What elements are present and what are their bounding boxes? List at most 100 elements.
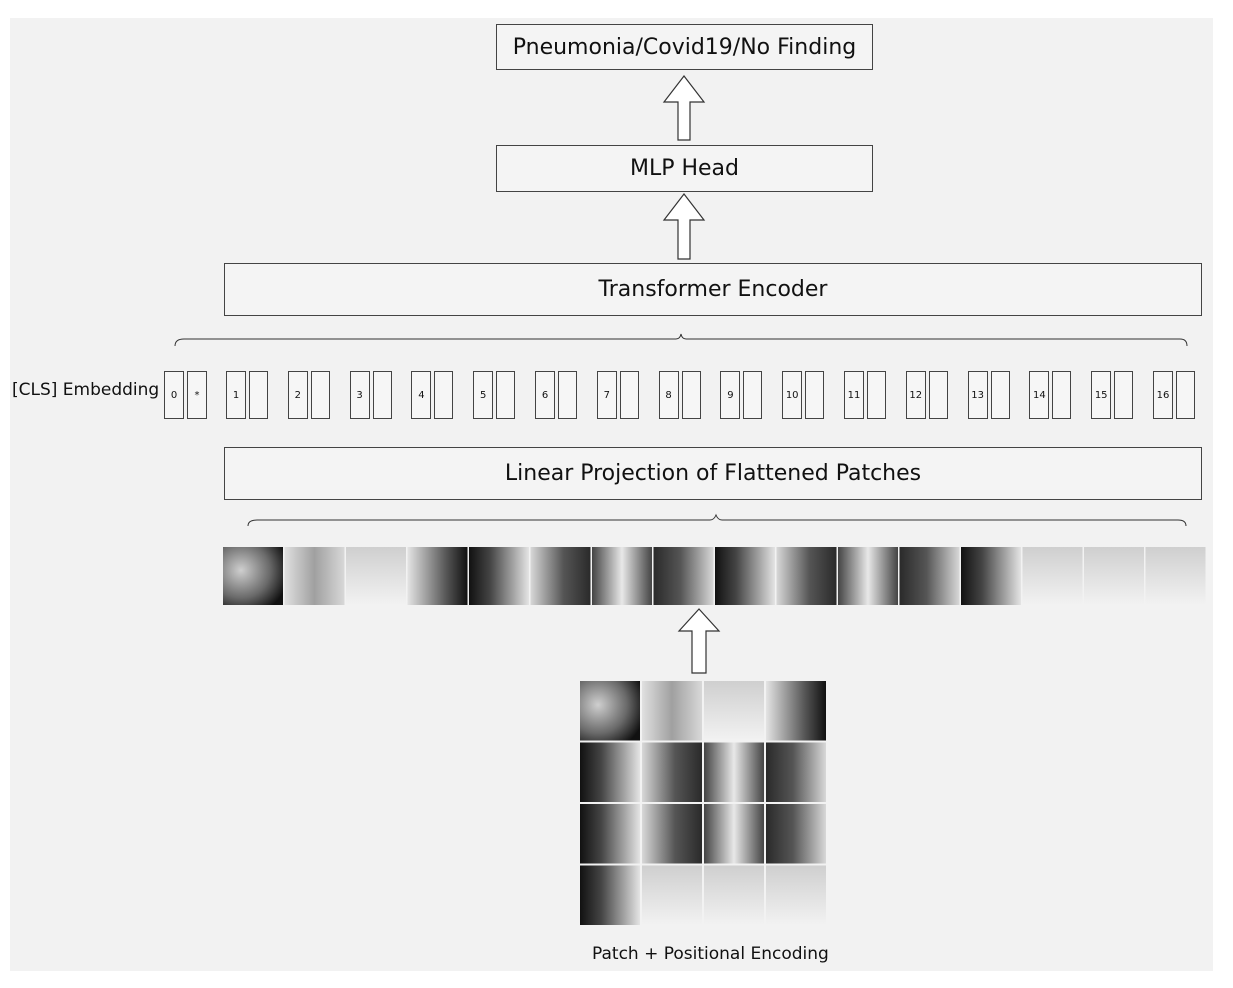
token-position-label: 5 bbox=[480, 389, 487, 401]
token-position-label: 7 bbox=[603, 389, 610, 401]
token-position-13: 13 bbox=[967, 371, 988, 419]
grid-patch-13 bbox=[580, 865, 640, 925]
flattened-patch-11 bbox=[838, 547, 898, 605]
grid-patch-11 bbox=[704, 804, 764, 864]
token-position-6: 6 bbox=[535, 371, 555, 419]
grid-patch-10 bbox=[642, 804, 702, 864]
token-embedding-1 bbox=[249, 371, 268, 419]
token-embedding-12 bbox=[928, 371, 948, 419]
arrow-encoder-to-mlp bbox=[662, 193, 706, 260]
flattened-patch-1 bbox=[223, 547, 283, 605]
token-embedding-13 bbox=[990, 371, 1010, 419]
token-position-label: 13 bbox=[971, 389, 984, 401]
transformer-encoder-node: Transformer Encoder bbox=[224, 263, 1202, 316]
grid-patch-9 bbox=[580, 804, 640, 864]
patch-encoding-label: Patch + Positional Encoding bbox=[592, 944, 829, 964]
flattened-patch-16 bbox=[1145, 547, 1206, 605]
brace-tokens bbox=[174, 333, 1188, 347]
brace-patches bbox=[247, 513, 1187, 527]
token-position-7: 7 bbox=[596, 371, 617, 419]
token-position-label: 6 bbox=[541, 389, 549, 401]
token-position-label: 14 bbox=[1033, 389, 1046, 401]
grid-patch-1 bbox=[580, 681, 640, 741]
token-position-label: 11 bbox=[847, 389, 861, 401]
token-embedding-10 bbox=[805, 371, 825, 419]
token-position-label: 1 bbox=[232, 389, 240, 401]
flattened-patch-9 bbox=[715, 547, 775, 605]
token-embedding-8 bbox=[681, 371, 701, 419]
flattened-patch-12 bbox=[899, 547, 960, 605]
flattened-patch-14 bbox=[1022, 547, 1083, 605]
grid-patch-7 bbox=[704, 742, 764, 802]
token-position-label: 3 bbox=[356, 389, 363, 401]
grid-patch-3 bbox=[704, 681, 764, 741]
token-position-12: 12 bbox=[905, 371, 926, 419]
flattened-patch-3 bbox=[346, 547, 406, 605]
token-embedding-6 bbox=[558, 371, 577, 419]
grid-patch-8 bbox=[766, 742, 826, 802]
linear-projection-label: Linear Projection of Flattened Patches bbox=[504, 461, 922, 486]
token-position-label: 8 bbox=[665, 389, 672, 401]
token-embedding-3 bbox=[372, 371, 392, 419]
token-position-10: 10 bbox=[782, 371, 803, 419]
token-position-label: 4 bbox=[418, 389, 425, 401]
token-embedding-2 bbox=[310, 371, 330, 419]
token-position-3: 3 bbox=[349, 371, 370, 419]
token-position-label: 2 bbox=[294, 389, 301, 401]
cls-token-label: * bbox=[194, 389, 200, 401]
token-position-label: 10 bbox=[785, 389, 799, 401]
token-position-9: 9 bbox=[720, 371, 741, 419]
token-embedding-14 bbox=[1052, 371, 1072, 419]
token-position-15: 15 bbox=[1091, 371, 1112, 419]
token-position-14: 14 bbox=[1029, 371, 1050, 419]
token-embedding-11 bbox=[867, 371, 886, 419]
grid-patch-12 bbox=[766, 804, 826, 864]
token-position-label: 15 bbox=[1094, 389, 1108, 401]
flattened-patch-8 bbox=[653, 547, 714, 605]
flattened-patch-4 bbox=[407, 547, 468, 605]
cls-token: * bbox=[187, 371, 207, 419]
token-position-8: 8 bbox=[658, 371, 679, 419]
cls-embedding-label: [CLS] Embedding bbox=[12, 380, 160, 400]
flattened-patch-7 bbox=[592, 547, 652, 605]
token-embedding-9 bbox=[743, 371, 763, 419]
token-position-16: 16 bbox=[1153, 371, 1173, 419]
grid-patch-4 bbox=[766, 681, 826, 741]
transformer-encoder-label: Transformer Encoder bbox=[598, 277, 828, 302]
flattened-patch-2 bbox=[284, 547, 345, 605]
token-position-label: 16 bbox=[1156, 389, 1170, 401]
token-embedding-7 bbox=[619, 371, 639, 419]
grid-patch-14 bbox=[642, 865, 702, 925]
token-position-label: 12 bbox=[909, 389, 923, 401]
grid-patch-15 bbox=[704, 865, 764, 925]
flattened-patch-5 bbox=[469, 547, 529, 605]
token-position-5: 5 bbox=[473, 371, 494, 419]
flattened-patch-6 bbox=[530, 547, 591, 605]
token-position-1: 1 bbox=[226, 371, 246, 419]
arrow-image-to-patches bbox=[677, 608, 721, 674]
xray-patch-grid bbox=[580, 681, 826, 925]
cls-position-token: 0 bbox=[164, 371, 184, 419]
flattened-patch-15 bbox=[1084, 547, 1144, 605]
token-embedding-16 bbox=[1176, 371, 1195, 419]
flattened-patch-10 bbox=[776, 547, 837, 605]
token-embedding-5 bbox=[496, 371, 516, 419]
token-position-label: 9 bbox=[727, 389, 734, 401]
flattened-patch-13 bbox=[961, 547, 1021, 605]
flattened-patches-strip bbox=[223, 547, 1206, 605]
token-position-11: 11 bbox=[844, 371, 864, 419]
cls-position-label: 0 bbox=[170, 389, 178, 401]
grid-patch-2 bbox=[642, 681, 702, 741]
token-position-2: 2 bbox=[287, 371, 308, 419]
output-node: Pneumonia/Covid19/No Finding bbox=[496, 24, 873, 70]
arrow-mlp-to-output bbox=[662, 75, 706, 141]
grid-patch-16 bbox=[766, 865, 826, 925]
linear-projection-node: Linear Projection of Flattened Patches bbox=[224, 447, 1202, 500]
output-label: Pneumonia/Covid19/No Finding bbox=[512, 34, 857, 60]
token-position-4: 4 bbox=[411, 371, 432, 419]
mlp-head-node: MLP Head bbox=[496, 145, 873, 192]
token-embedding-4 bbox=[434, 371, 454, 419]
grid-patch-6 bbox=[642, 742, 702, 802]
token-embedding-15 bbox=[1114, 371, 1134, 419]
